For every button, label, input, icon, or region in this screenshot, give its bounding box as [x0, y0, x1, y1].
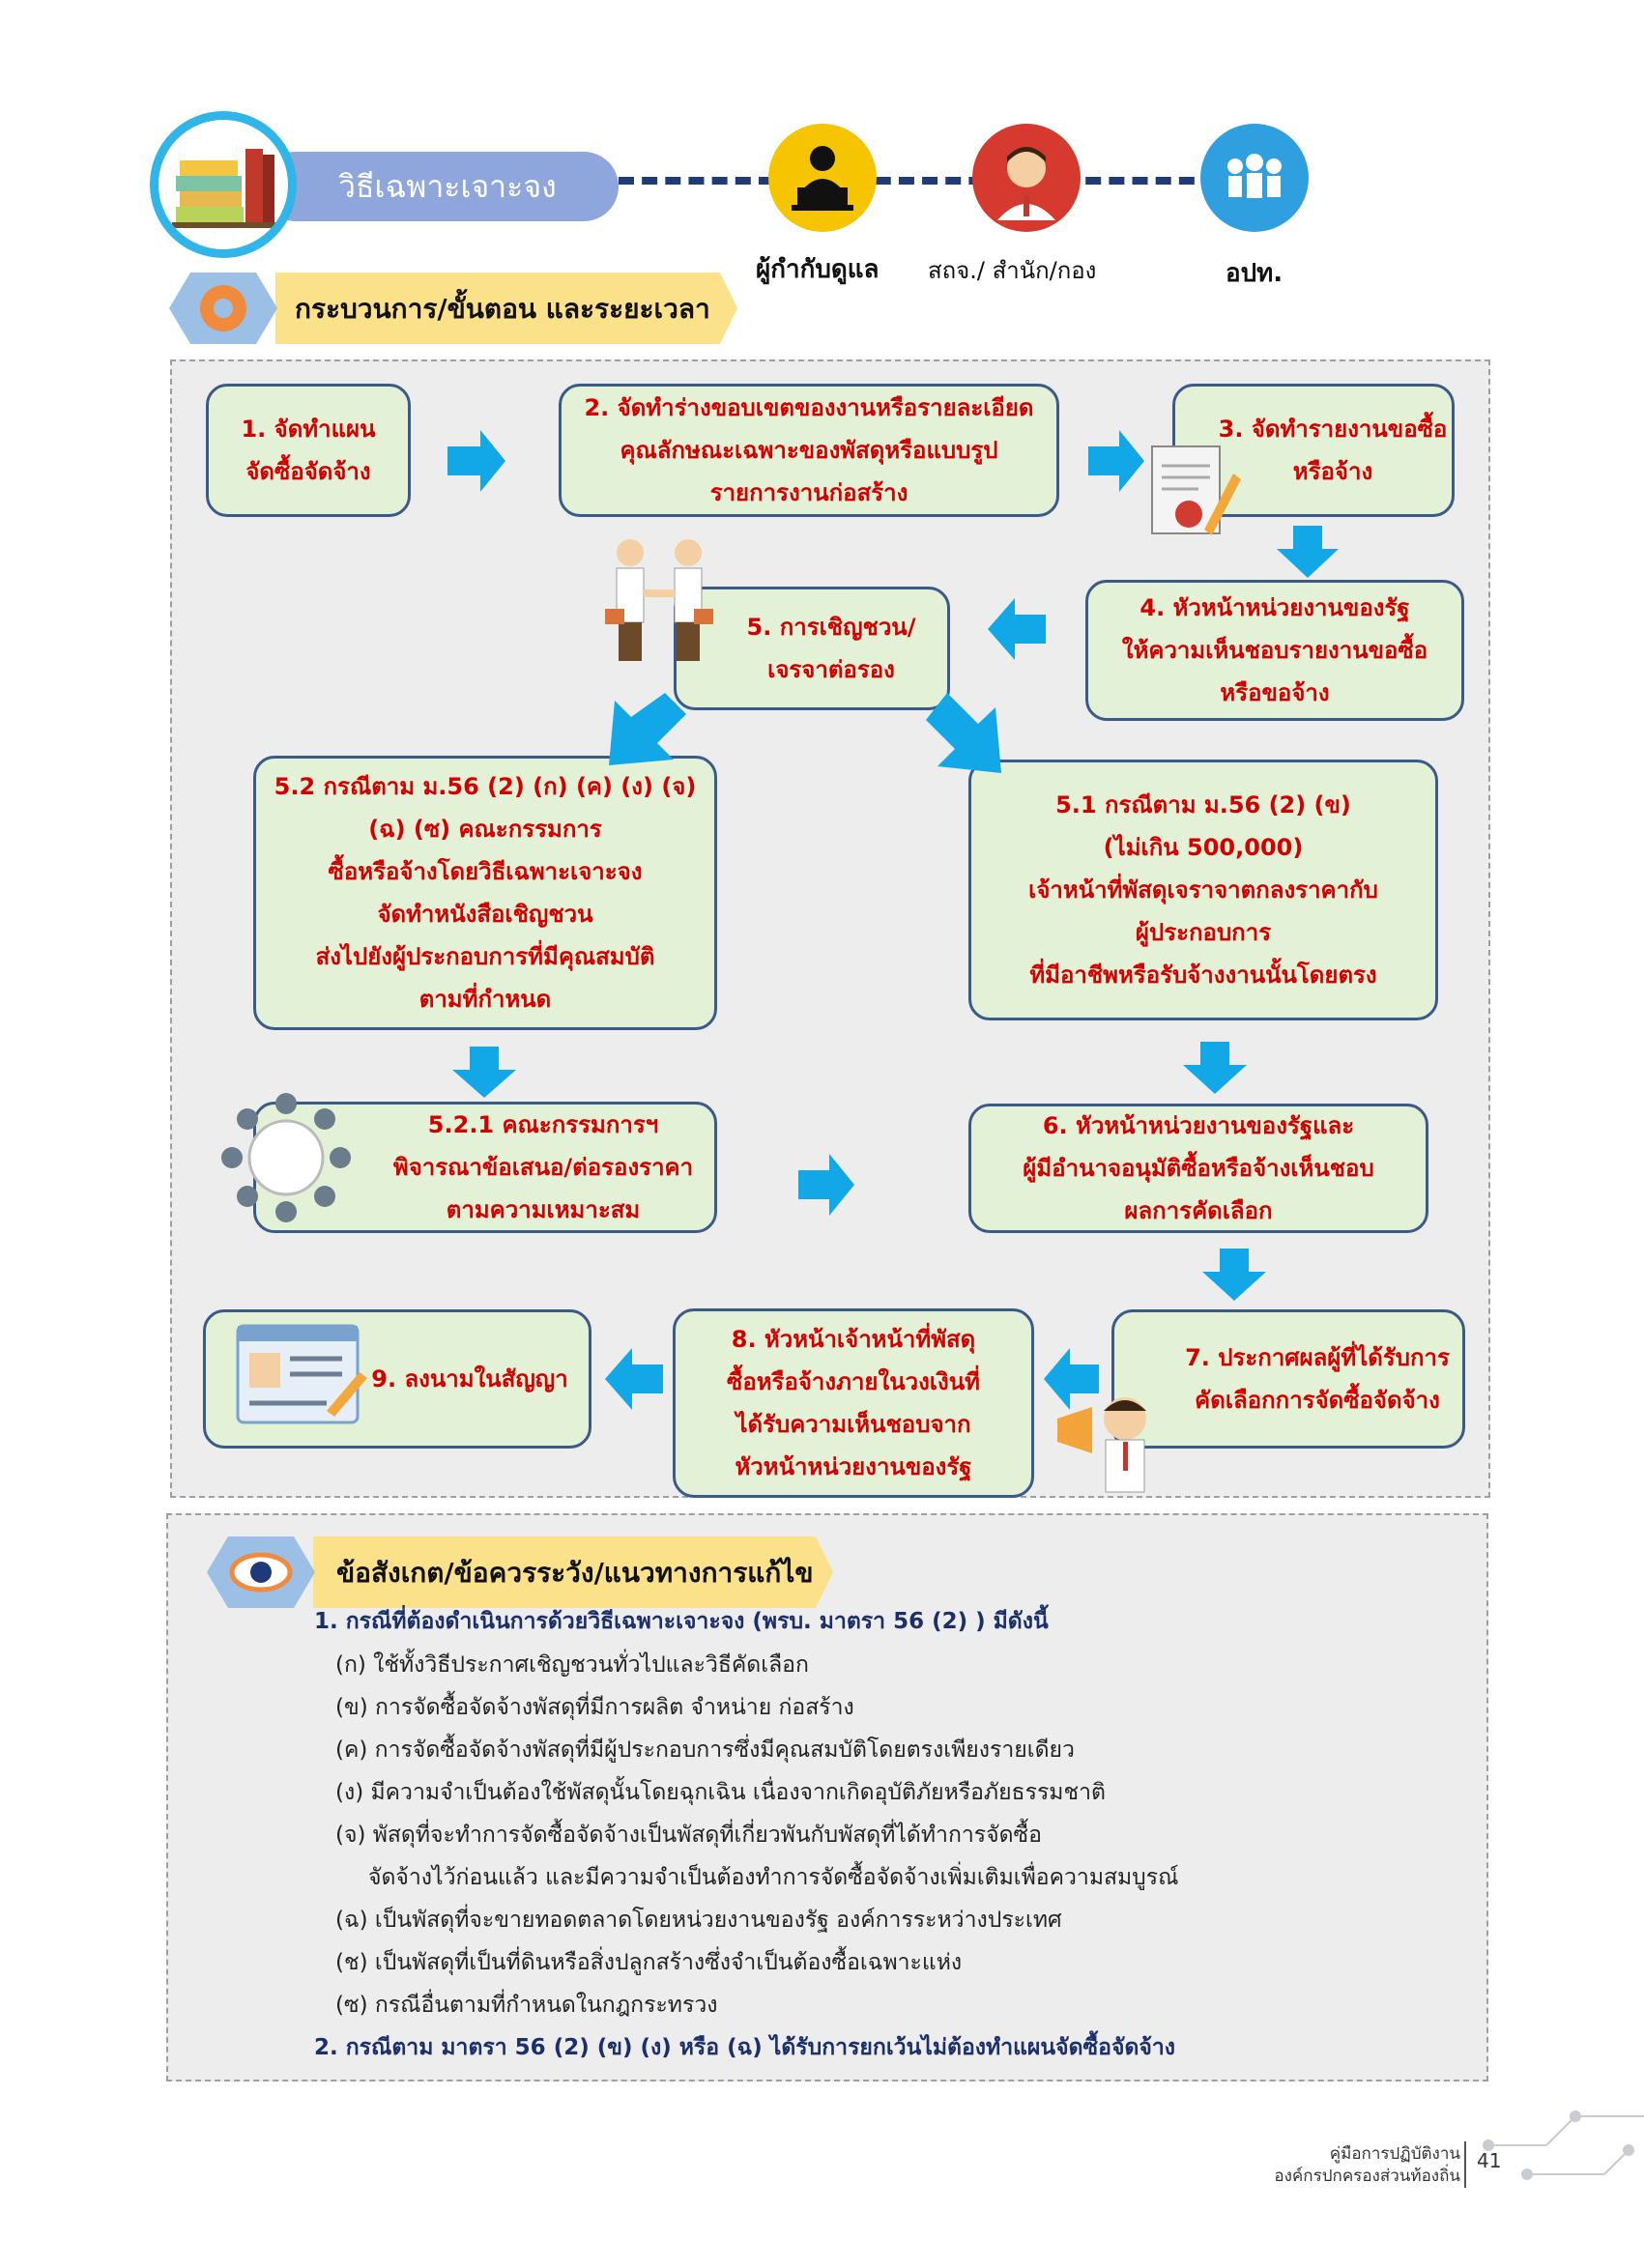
local-org-icon [1200, 124, 1309, 232]
note-item: 1. กรณีที่ต้องดำเนินการด้วยวิธีเฉพาะเจาะ… [314, 1609, 1049, 1634]
note-item: (ฉ) เป็นพัสดุที่จะขายทอดตลาดโดยหน่วยงานข… [335, 1908, 1062, 1933]
step-text: คุณลักษณะเฉพาะของพัสดุหรือแบบรูป [620, 437, 998, 464]
notes-heading-banner [207, 1536, 833, 1608]
step-text: ผู้ประกอบการ [1135, 919, 1272, 946]
arrow-down-icon [1277, 526, 1339, 578]
arrow-left-icon [988, 598, 1046, 660]
step-4-box: 4. หัวหน้าหน่วยงานของรัฐ ให้ความเห็นชอบร… [1085, 580, 1464, 721]
step-text: หัวหน้าหน่วยงานของรัฐ [735, 1453, 972, 1480]
step-text: ผลการคัดเลือก [1124, 1197, 1273, 1224]
process-heading-banner [169, 273, 737, 344]
flow-arrows [447, 430, 1339, 1410]
report-pencil-icon [1151, 445, 1241, 535]
note-item: 2. กรณีตาม มาตรา 56 (2) (ข) (ง) หรือ (ฉ)… [314, 2035, 1176, 2060]
step-text: เจรจาต่อรอง [767, 656, 895, 683]
arrow-left-icon [605, 1348, 663, 1410]
books-icon [150, 111, 297, 258]
step-text: 7. ประกาศผลผู้ที่ได้รับการ [1185, 1344, 1450, 1371]
step-5-2-box: 5.2 กรณีตาม ม.56 (2) (ก) (ค) (ง) (จ) (ฉ)… [253, 756, 717, 1030]
step-text: 5.2.1 คณะกรรมการฯ [427, 1111, 659, 1138]
step-text: หรือจ้าง [1292, 458, 1373, 485]
note-item: (ข) การจัดซื้อจัดจ้างพัสดุที่มีการผลิต จ… [335, 1695, 854, 1720]
arrow-down-icon [452, 1047, 516, 1098]
step-text: ผู้มีอำนาจอนุมัติซื้อหรือจ้างเห็นชอบ [1023, 1155, 1374, 1182]
step-1-box: 1. จัดทำแผน จัดซื้อจัดจ้าง [206, 384, 411, 517]
step-text: ให้ความเห็นชอบรายงานขอซื้อ [1121, 637, 1428, 664]
role-connector-line [619, 177, 1218, 185]
step-text: ตามความเหมาะสม [446, 1196, 641, 1223]
arrow-down-icon [1202, 1249, 1266, 1301]
step-text: หรือขอจ้าง [1220, 679, 1330, 706]
arrow-down-right-icon [926, 693, 1001, 773]
step-6-box: 6. หัวหน้าหน่วยงานของรัฐและ ผู้มีอำนาจอน… [968, 1104, 1428, 1233]
role-label-local-org: อปท. [1226, 259, 1283, 288]
step-text: 9. ลงนามในสัญญา [371, 1365, 568, 1392]
note-item: (ซ) กรณีอื่นตามที่กำหนดในกฎกระทรวง [335, 1993, 718, 2018]
officer-icon [972, 124, 1081, 232]
note-item: จัดจ้างไว้ก่อนแล้ว และมีความจำเป็นต้องทำ… [368, 1865, 1179, 1890]
footer: คู่มือการปฏิบัติงาน องค์กรปกครองส่วนท้อง… [1274, 2143, 1460, 2188]
circuit-decoration [1483, 2110, 1644, 2180]
process-heading: กระบวนการ/ขั้นตอน และระยะเวลา [295, 293, 710, 325]
step-text: 5.2 กรณีตาม ม.56 (2) (ก) (ค) (ง) (จ) [274, 773, 697, 800]
step-text: 5. การเชิญชวน/ [746, 614, 916, 641]
arrow-down-icon [1183, 1042, 1247, 1094]
page-number: 41 [1477, 2149, 1502, 2172]
step-text: ได้รับความเห็นชอบจาก [735, 1411, 971, 1438]
arrow-right-icon [798, 1154, 854, 1216]
arrow-right-icon [1088, 430, 1144, 492]
step-5-1-box: 5.1 กรณีตาม ม.56 (2) (ข) (ไม่เกิน 500,00… [968, 760, 1438, 1020]
step-text: จัดทำหนังสือเชิญชวน [377, 901, 593, 928]
step-text: ที่มีอาชีพหรือรับจ้างงานนั้นโดยตรง [1029, 962, 1377, 989]
step-text: 4. หัวหน้าหน่วยงานของรัฐ [1139, 594, 1410, 621]
step-text: ซื้อหรือจ้างภายในวงเงินที่ [727, 1368, 980, 1395]
step-text: (ฉ) (ซ) คณะกรรมการ [368, 816, 602, 843]
arrow-left-icon [1044, 1348, 1099, 1410]
page-title: วิธีเฉพาะเจาะจง [338, 167, 557, 205]
footer-line-2: องค์กรปกครองส่วนท้องถิ่น [1274, 2167, 1460, 2186]
note-item: (ก) ใช้ทั้งวิธีประกาศเชิญชวนทั่วไปและวิธ… [335, 1652, 809, 1678]
note-item: (จ) พัสดุที่จะทำการจัดซื้อจัดจ้างเป็นพัส… [335, 1823, 1042, 1848]
step-text: 8. หัวหน้าเจ้าหน้าที่พัสดุ [731, 1326, 976, 1353]
note-item: (ง) มีความจำเป็นต้องใช้พัสดุนั้นโดยฉุกเฉ… [335, 1780, 1106, 1805]
step-text: 2. จัดทำร่างขอบเขตของงานหรือรายละเอียด [584, 394, 1034, 421]
step-text: 1. จัดทำแผน [241, 416, 376, 443]
note-item: (ค) การจัดซื้อจัดจ้างพัสดุที่มีผู้ประกอบ… [335, 1737, 1075, 1763]
note-item: (ช) เป็นพัสดุที่เป็นที่ดินหรือสิ่งปลูกสร… [335, 1950, 963, 1975]
step-5-box: 5. การเชิญชวน/ เจรจาต่อรอง [674, 587, 950, 710]
meeting-table-icon [221, 1093, 351, 1222]
notes-heading: ข้อสังเกต/ข้อควรระวัง/แนวทางการแก้ไข [336, 1557, 814, 1589]
role-label-office: สถจ./ สำนัก/กอง [928, 257, 1097, 284]
contract-sign-icon [236, 1324, 367, 1424]
page-title-pill: วิธีเฉพาะเจาะจง [261, 152, 619, 221]
step-text: จัดซื้อจัดจ้าง [245, 458, 371, 485]
step-text: ซื้อหรือจ้างโดยวิธีเฉพาะเจาะจง [328, 858, 643, 885]
arrow-down-left-icon [609, 693, 686, 765]
step-text: พิจารณาข้อเสนอ/ต่อรองราคา [392, 1154, 694, 1181]
role-label-supervisor: ผู้กำกับดูแล [756, 255, 880, 284]
announcer-megaphone-icon [1057, 1397, 1146, 1493]
arrow-right-icon [447, 430, 505, 492]
footer-line-1: คู่มือการปฏิบัติงาน [1329, 2144, 1460, 2164]
step-2-box: 2. จัดทำร่างขอบเขตของงานหรือรายละเอียด ค… [559, 384, 1059, 517]
step-text: คัดเลือกการจัดซื้อจัดจ้าง [1195, 1387, 1440, 1414]
footer-divider [1464, 2141, 1466, 2188]
handshake-people-icon [605, 539, 713, 661]
step-text: (ไม่เกิน 500,000) [1103, 834, 1304, 861]
step-7-box: 7. ประกาศผลผู้ที่ได้รับการ คัดเลือกการจั… [1111, 1309, 1465, 1449]
step-text: ตามที่กำหนด [418, 986, 552, 1013]
gear-icon [200, 285, 246, 331]
step-5-2-1-box: 5.2.1 คณะกรรมการฯ พิจารณาข้อเสนอ/ต่อรองร… [253, 1102, 717, 1233]
step-8-box: 8. หัวหน้าเจ้าหน้าที่พัสดุ ซื้อหรือจ้างภ… [673, 1308, 1034, 1498]
step-text: ส่งไปยังผู้ประกอบการที่มีคุณสมบัติ [315, 943, 655, 970]
supervisor-icon [768, 124, 877, 232]
step-text: 6. หัวหน้าหน่วยงานของรัฐและ [1042, 1112, 1355, 1139]
step-text: รายการงานก่อสร้าง [709, 479, 909, 506]
eye-icon [229, 1552, 293, 1593]
step-text: เจ้าหน้าที่พัสดุเจราจาตกลงราคากับ [1028, 876, 1378, 904]
step-text: 3. จัดทำรายงานขอซื้อ [1218, 416, 1448, 443]
step-text: 5.1 กรณีตาม ม.56 (2) (ข) [1055, 791, 1351, 818]
